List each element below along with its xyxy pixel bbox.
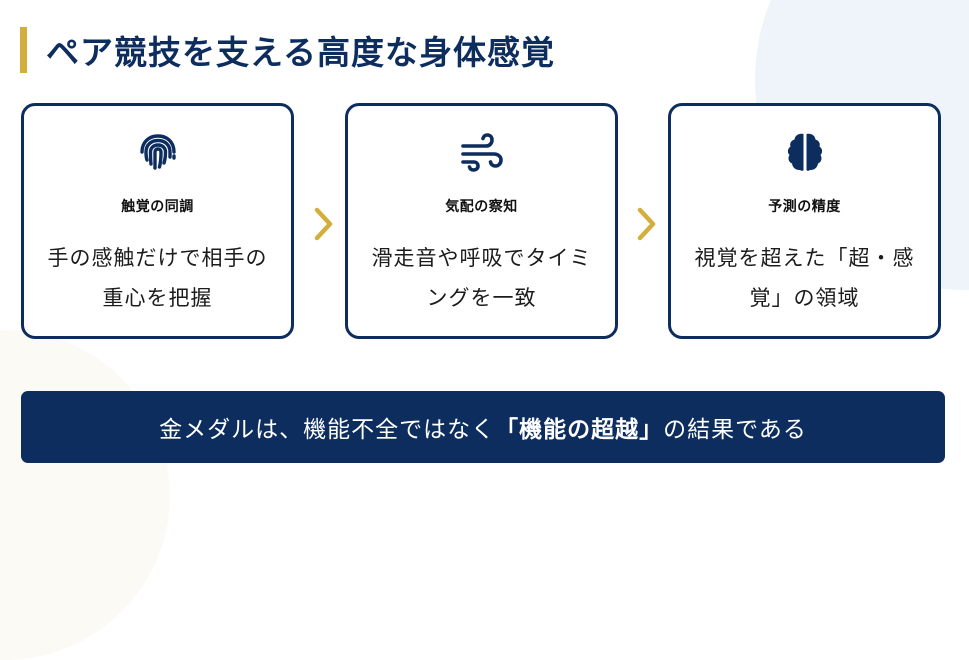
card-description: 視覚を超えた「超・感覚」の領域 bbox=[694, 246, 915, 310]
card-tactile-sync: 触覚の同調 手の感触だけで相手の重心を把握 bbox=[21, 103, 294, 339]
background-circle-decoration bbox=[0, 330, 170, 660]
page-title: ペア競技を支える高度な身体感覚 bbox=[46, 33, 556, 72]
fingerprint-icon bbox=[135, 130, 181, 174]
wind-icon bbox=[459, 130, 505, 174]
card-prediction-accuracy: 予測の精度 視覚を超えた「超・感覚」の領域 bbox=[668, 103, 941, 339]
card-description: 滑走音や呼吸でタイミングを一致 bbox=[371, 246, 592, 310]
banner-text-suffix: の結果である bbox=[663, 417, 807, 443]
title-accent-bar bbox=[20, 27, 27, 73]
banner-text-emphasis: 「機能の超越」 bbox=[495, 417, 664, 443]
card-label: 予測の精度 bbox=[768, 199, 841, 215]
card-description: 手の感触だけで相手の重心を把握 bbox=[47, 246, 268, 310]
chevron-right-icon bbox=[312, 205, 336, 243]
card-label: 気配の察知 bbox=[445, 199, 518, 215]
conclusion-banner: 金メダルは、機能不全ではなく 「機能の超越」 の結果である bbox=[21, 391, 945, 463]
brain-icon bbox=[782, 130, 828, 174]
card-label: 触覚の同調 bbox=[121, 199, 194, 215]
banner-text-prefix: 金メダルは、機能不全ではなく bbox=[159, 417, 496, 443]
card-presence-sensing: 気配の察知 滑走音や呼吸でタイミングを一致 bbox=[345, 103, 618, 339]
slide-header: ペア競技を支える高度な身体感覚 bbox=[20, 26, 555, 74]
chevron-right-icon bbox=[635, 205, 659, 243]
